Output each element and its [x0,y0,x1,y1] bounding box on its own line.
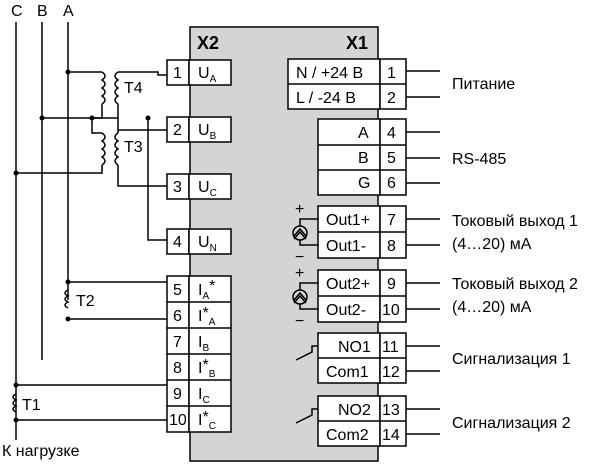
current-source-1-icon [292,225,308,241]
x2-num-3: 3 [173,179,182,196]
x2-num-4: 4 [173,234,182,251]
x1-label-14: Com2 [326,427,369,444]
x2-sig-9: IC [198,386,210,406]
out1-plus: + [295,201,304,218]
x2-num-6: 6 [173,308,182,325]
x1-num-11: 11 [382,339,399,356]
internal-symbols: + − + − [292,201,318,424]
x1-terminals: N / +24 В L / -24 В A B G Out1+ Out1- Ou… [287,58,407,447]
x2-num-7: 7 [173,334,182,351]
x2-num-10: 10 [169,412,187,429]
power-label: Питание [452,76,515,93]
x1-label-4: A [358,125,369,142]
out2-plus: + [295,265,304,282]
out1-range: (4…20) мА [452,236,532,253]
voltage-wiring: T4 T3 [13,69,190,241]
x2-sig-7: IB [198,334,209,354]
current-source-2-icon [292,289,308,305]
t2-label: T2 [76,293,95,310]
x1-num-8: 8 [387,238,396,255]
x1-num-1: 1 [387,65,396,82]
x1-num-13: 13 [382,402,400,419]
current-wiring: T2 T1 [12,279,190,440]
x2-sig-5: IA* [198,278,215,302]
x2-num-5: 5 [173,282,182,299]
out2-range: (4…20) мА [452,299,532,316]
t4-label: T4 [124,80,143,97]
x1-label-2: L / -24 В [296,90,356,107]
x1-label-8: Out1- [326,238,366,255]
phase-label-c: C [11,3,23,20]
x1-num-5: 5 [387,150,396,167]
t1-label: T1 [22,397,41,414]
out1-title: Токовый выход 1 [452,213,578,230]
external-signals: Питание RS-485 Токовый выход 1 (4…20) мА… [406,70,578,435]
out2-title: Токовый выход 2 [452,276,578,293]
x1-num-9: 9 [387,276,396,293]
x1-label-5: B [358,150,369,167]
x2-sig-2: UB [198,122,217,142]
x1-label-13: NO2 [338,402,371,419]
x1-label-9: Out2+ [326,276,370,293]
x1-num-4: 4 [387,125,396,142]
rs485-label: RS-485 [452,151,506,168]
x1-label-10: Out2- [326,302,366,319]
x2-sig-1: UA [198,65,217,85]
out1-minus: − [295,249,304,266]
to-load-label: К нагрузке [2,443,80,460]
x1-num-14: 14 [382,427,400,444]
x1-title: X1 [346,33,368,53]
phase-buses: C B A К нагрузке [2,3,80,460]
out2-minus: − [295,313,304,330]
x1-label-1: N / +24 В [296,65,363,82]
relay-2-icon [295,408,318,424]
x2-num-1: 1 [173,65,182,82]
t3-label: T3 [124,139,143,156]
x1-label-6: G [358,175,370,192]
x2-sig-3: UC [198,179,217,199]
x2-sig-10: I*C [198,409,216,432]
x2-sig-6: I*A [198,305,216,328]
x1-label-12: Com1 [326,364,369,381]
x2-num-8: 8 [173,360,182,377]
alarm2-label: Сигнализация 2 [452,415,571,432]
phase-label-a: A [63,3,74,20]
x1-num-6: 6 [387,175,396,192]
x2-sig-4: UN [198,234,217,254]
x1-label-11: NO1 [338,339,371,356]
x2-num-9: 9 [173,386,182,403]
x2-title: X2 [197,33,219,53]
phase-label-b: B [37,3,48,20]
x2-sig-8: I*B [198,357,216,380]
x2-terminals: 1 2 3 4 5 6 7 8 9 10 UA UB UC UN IA* I*A… [166,59,232,433]
relay-1-icon [295,345,318,361]
x1-num-2: 2 [387,90,396,107]
x2-num-2: 2 [173,122,182,139]
x1-num-7: 7 [387,212,396,229]
x1-label-7: Out1+ [326,212,370,229]
x1-num-10: 10 [382,302,400,319]
alarm1-label: Сигнализация 1 [452,351,571,368]
x1-num-12: 12 [382,364,400,381]
